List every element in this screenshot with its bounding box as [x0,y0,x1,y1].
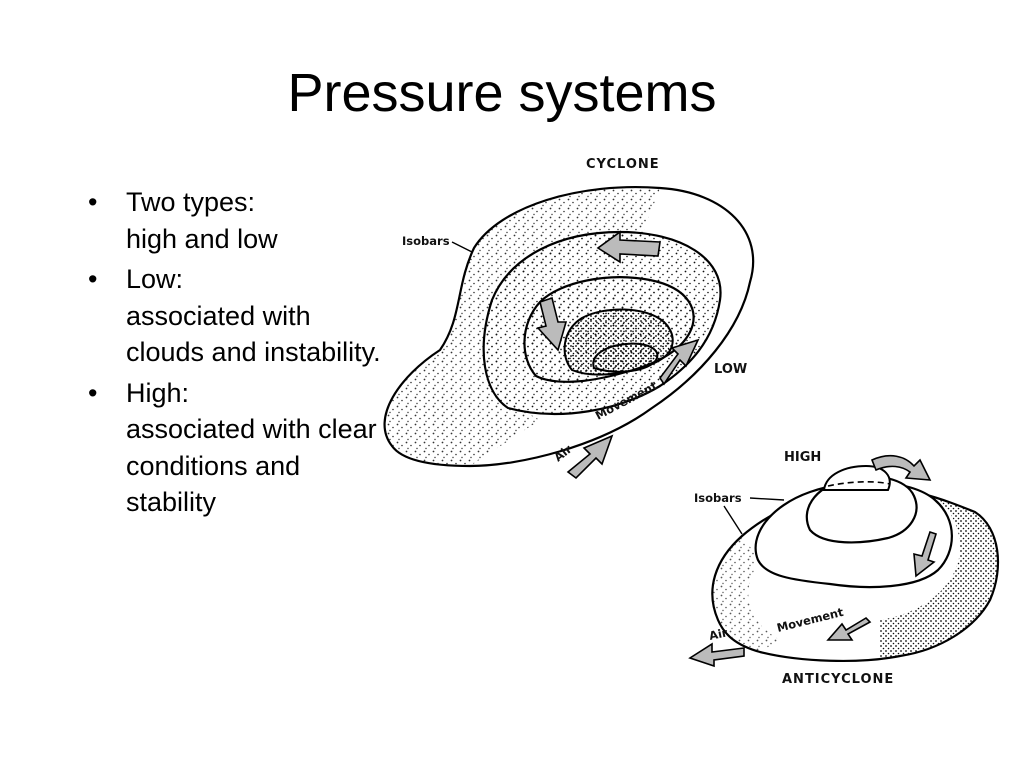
cyclone-arrow-right [659,338,700,386]
anticyclone-isobars-label: Isobars [694,491,742,505]
bullet-lead: Two types: [126,187,256,217]
bullet-body: associated with clear conditions and sta… [126,414,377,517]
cyclone-isobars-leader [451,241,473,253]
bullet-body: associated with clouds and instability. [126,300,381,368]
anticyclone-arrow-right [913,530,937,578]
anticyclone-air-label: Air [708,625,729,643]
cyclone-isobar-core [592,342,659,373]
anticyclone-isobars-leader-2 [723,505,743,535]
bullet-item-low: Low: associated with clouds and instabil… [88,261,388,371]
anticyclone-arrow-top [870,454,932,481]
anticyclone-stipple-light [712,536,780,652]
bullet-body: high and low [126,223,278,254]
bullet-list: Two types: high and low Low: associated … [88,184,388,525]
slide-title: Pressure systems [287,63,717,123]
anticyclone-diagram: HIGH Isobars Movement Air ANTICYCLONE [688,450,1000,687]
anticyclone-isobar-top [822,464,891,491]
bullet-item-high: High: associated with clear conditions a… [88,375,388,521]
anticyclone-heading: ANTICYCLONE [782,672,894,687]
bullet-lead: Low: [126,264,184,294]
bullet-lead: High: [126,377,190,408]
cyclone-stipple-band [384,187,660,466]
cyclone-low-label: LOW [714,362,747,377]
anticyclone-isobars-leader-1 [749,497,785,501]
cyclone-diagram: CYCLONE Isobars LOW Movement Air [383,157,755,480]
bullet-item-types: Two types: high and low [88,184,388,257]
anticyclone-isobar-dashed [827,481,891,487]
anticyclone-air-arrow [688,642,745,668]
cyclone-heading: CYCLONE [586,157,660,172]
anticyclone-arrow-bottom [826,616,872,641]
cyclone-air-arrow [566,434,614,480]
cyclone-isobars-label: Isobars [402,234,450,248]
anticyclone-stipple-band [880,490,998,661]
anticyclone-high-label: HIGH [784,450,821,465]
cyclone-arrow-top [596,230,661,264]
cyclone-arrow-left [536,296,568,352]
